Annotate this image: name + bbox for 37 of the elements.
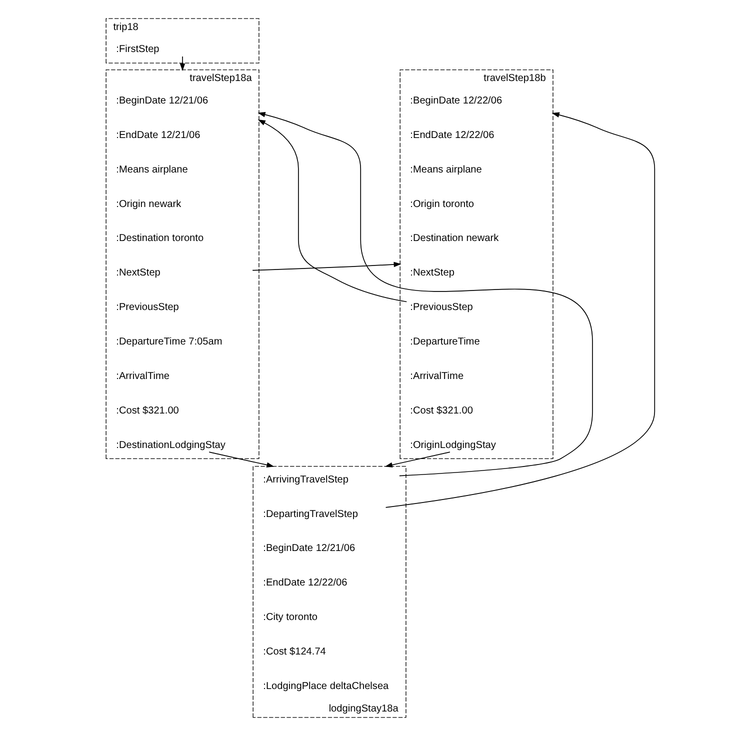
node-text: :DestinationLodgingStay (116, 440, 225, 451)
node-text: :EndDate 12/22/06 (262, 578, 347, 589)
arrow (252, 262, 401, 271)
node-text: :BeginDate 12/21/06 (262, 543, 355, 554)
node-text: :Origin newark (116, 198, 181, 210)
node-text: :BeginDate 12/22/06 (410, 95, 502, 106)
node-text: :PreviousStep (410, 302, 472, 314)
node-text: :Cost $321.00 (116, 405, 178, 416)
node-text: :Destination newark (410, 233, 498, 244)
node-text: :DepartureTime (410, 336, 480, 348)
arrow (179, 56, 185, 72)
node-text: :ArrivalTime (116, 371, 170, 382)
arrow (384, 112, 655, 508)
node-text: :Cost $124.74 (262, 646, 326, 658)
node-text: :PreviousStep (116, 302, 178, 314)
node-text: :BeginDate 12/21/06 (116, 95, 208, 106)
node-text: :FirstStep (116, 44, 159, 56)
node-text: :ArrivalTime (410, 371, 464, 382)
node-text: :EndDate 12/22/06 (410, 130, 494, 141)
node-text: :ArrivingTravelStep (262, 474, 348, 486)
arrow (384, 452, 450, 468)
arrow (257, 120, 407, 302)
node-text: :Means airplane (410, 164, 482, 176)
node-text: :Cost $321.00 (410, 405, 472, 416)
node-text: :City toronto (262, 612, 318, 624)
node-text: :EndDate 12/21/06 (116, 130, 200, 141)
node-text: :NextStep (116, 268, 160, 279)
node-text: :OriginLodgingStay (410, 440, 496, 451)
node-text: :NextStep (410, 268, 454, 279)
arrow (208, 452, 274, 468)
node-text: :Destination toronto (116, 233, 204, 244)
node-text: :DepartingTravelStep (262, 508, 358, 520)
node-text: :Origin toronto (410, 198, 474, 210)
node-text: :LodgingPlace deltaChelsea (262, 680, 388, 692)
node-text: :DepartureTime 7:05am (116, 336, 222, 348)
arrow (257, 112, 592, 476)
node-text: :Means airplane (116, 164, 188, 176)
